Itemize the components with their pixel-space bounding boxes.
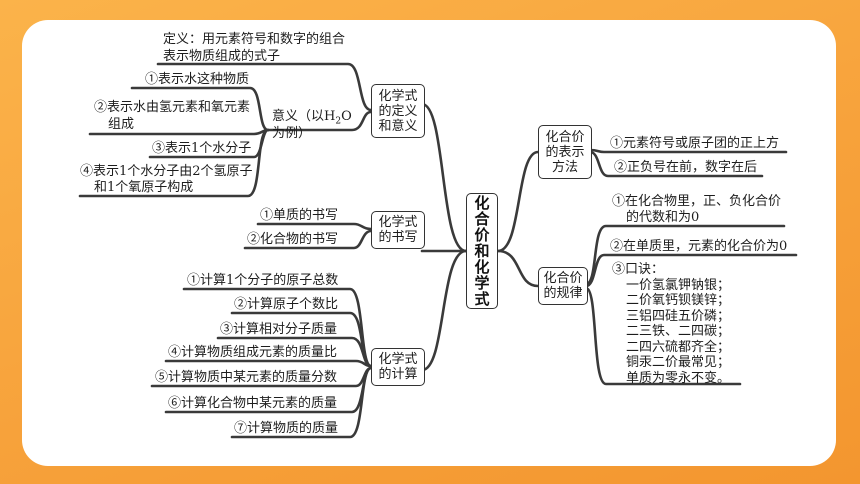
node-calc-line1: 化学式 xyxy=(378,352,418,367)
connector-center-calc xyxy=(420,249,468,372)
connector-rule-item2 xyxy=(584,253,798,288)
calc-item-7: ⑦计算物质的质量 xyxy=(234,421,339,436)
calc-item-2: ②计算原子个数比 xyxy=(234,297,339,312)
repr-item-1: ①元素符号或原子团的正上方 xyxy=(610,136,780,151)
connector-rule-item1 xyxy=(584,224,786,286)
node-calc-line2: 的计算 xyxy=(378,367,418,382)
node-writing-line2: 的书写 xyxy=(378,230,418,245)
definition-line1: 定义：用元素符号和数字的组合 xyxy=(163,32,346,47)
node-definition-line1: 化学式 xyxy=(378,88,418,104)
connector-meaning-item1 xyxy=(130,86,270,132)
connector-definition-meaning xyxy=(266,110,373,132)
rhyme-line-1: 一价氢氯钾钠银； xyxy=(626,277,731,293)
node-definition-line2: 的定义 xyxy=(378,103,418,119)
definition-text: 定义：用元素符号和数字的组合 表示物质组成的式子 xyxy=(163,32,345,64)
node-rule-line2: 的规律 xyxy=(543,286,583,301)
calc-item-6: ⑥计算化合物中某元素的质量 xyxy=(168,396,338,411)
connector-center-rule xyxy=(496,249,540,288)
calc-item-3: ③计算相对分子质量 xyxy=(220,322,338,337)
meaning-item-3: ③表示1个水分子 xyxy=(152,141,252,156)
node-rules: 化合价 的规律 xyxy=(538,267,588,305)
connector-writing-item1 xyxy=(256,222,373,231)
center-topic: 化合价和化学式 xyxy=(466,193,498,309)
node-writing: 化学式 的书写 xyxy=(371,211,425,249)
node-writing-line1: 化学式 xyxy=(378,215,418,230)
node-repr-line1: 化合价 xyxy=(545,129,585,145)
calc-item-5: ⑤计算物质中某元素的质量分数 xyxy=(155,370,338,385)
connector-repr-item1 xyxy=(588,148,788,154)
rule-item-1: ①在化合物里，正、负化合价 的代数和为0 xyxy=(612,194,782,225)
meaning-item-1: ①表示水这种物质 xyxy=(145,72,250,87)
connector-writing-item2 xyxy=(243,229,373,250)
node-rule-line1: 化合价 xyxy=(543,271,583,286)
connector-meaning-item4 xyxy=(78,128,270,198)
rhyme-line-7: 单质为零永不变。 xyxy=(626,370,731,386)
meaning-label-line2: 为例） xyxy=(272,126,312,141)
meaning-label: 意义（以H2O 为例） xyxy=(272,109,352,141)
connector-center-repr xyxy=(496,150,540,253)
connector-calc-item4 xyxy=(164,359,373,368)
repr-item-2: ②正负号在前，数字在后 xyxy=(614,160,758,175)
rule-item-3-title: ③口诀： xyxy=(612,262,665,277)
connector-calc-item7 xyxy=(230,366,373,439)
rule-item-3: ③口诀： 一价氢氯钾钠银； 二价氧钙钡镁锌； 三铝四硅五价磷； 二三铁、二四碳；… xyxy=(612,262,730,386)
connector-center-definition xyxy=(420,102,468,253)
writing-item-1: ①单质的书写 xyxy=(260,208,339,223)
node-repr-line2: 的表示 xyxy=(545,144,585,160)
meaning-item-2: ②表示水由氢元素和氧元素 组成 xyxy=(94,100,251,132)
rhyme-line-5: 二四六硫都齐全； xyxy=(626,339,731,355)
rhyme-line-2: 二价氧钙钡镁锌； xyxy=(626,293,731,308)
node-definition-meaning: 化学式 的定义 和意义 xyxy=(371,84,425,138)
definition-line2: 表示物质组成的式子 xyxy=(163,49,281,64)
node-repr-line3: 方法 xyxy=(551,159,578,175)
rhyme-line-4: 二三铁、二四碳； xyxy=(626,324,731,339)
connector-repr-item2 xyxy=(588,150,764,178)
mindmap-card xyxy=(22,20,836,466)
node-calc: 化学式 的计算 xyxy=(371,348,425,386)
connector-rule-item3 xyxy=(584,286,742,386)
node-definition-line3: 和意义 xyxy=(378,118,418,134)
rule-item-2: ②在单质里，元素的化合价为0 xyxy=(610,239,788,254)
connector-definition-def xyxy=(156,62,373,112)
node-representation: 化合价 的表示 方法 xyxy=(538,125,592,179)
calc-item-1: ①计算1个分子的原子总数 xyxy=(187,273,339,288)
rhyme-line-6: 铜汞二价最常见； xyxy=(626,355,731,370)
meaning-item-4: ④表示1个水分子由2个氢原子 和1个氧原子构成 xyxy=(80,164,253,195)
writing-item-2: ②化合物的书写 xyxy=(247,232,339,247)
rhyme-line-3: 三铝四硅五价磷； xyxy=(626,308,731,324)
calc-item-4: ④计算物质组成元素的质量比 xyxy=(168,345,338,360)
